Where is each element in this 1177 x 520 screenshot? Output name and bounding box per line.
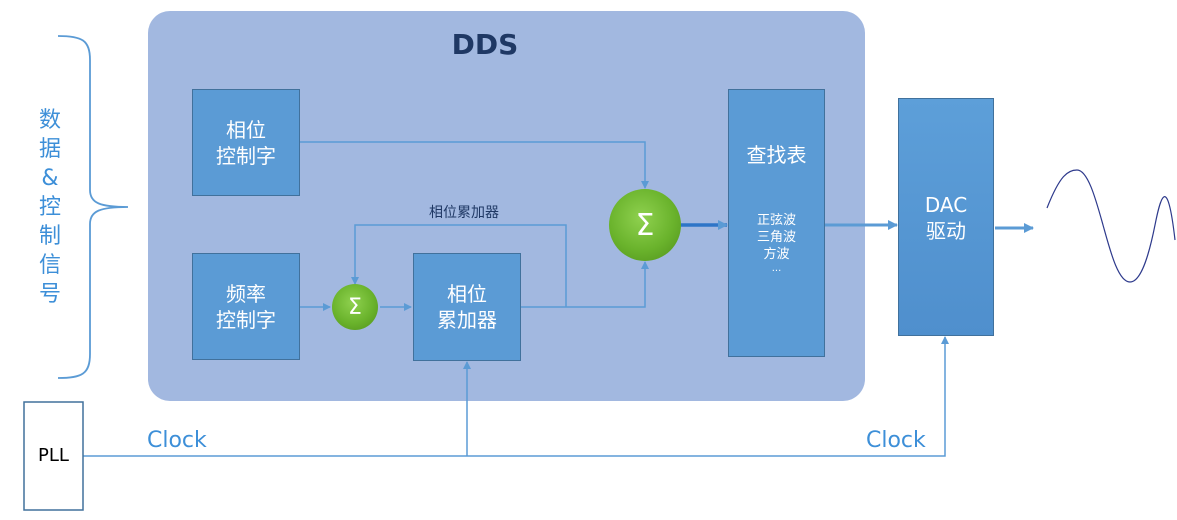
feedback-loop-line (351, 224, 567, 307)
box-line: 驱动 (926, 219, 966, 243)
clock-label-right: Clock (866, 428, 926, 453)
side-char: 制 (38, 224, 61, 249)
pll-box (23, 401, 84, 511)
lookup-table-title: 查找表 (746, 143, 807, 167)
box-line: 累加器 (437, 308, 497, 332)
waveform-item: 正弦波 (756, 213, 796, 228)
dac-driver-box: DAC 驱动 (898, 98, 994, 336)
sine-wave-output (1046, 169, 1176, 283)
signal-brace (57, 35, 129, 379)
sigma-symbol: Σ (635, 207, 655, 243)
side-char: 数 (38, 108, 61, 133)
summer-large: Σ (609, 189, 681, 261)
feedback-label: 相位累加器 (429, 205, 499, 221)
frequency-control-word-box: 频率 控制字 (192, 253, 300, 360)
side-char: 据 (38, 137, 61, 162)
clock-line (83, 336, 949, 457)
box-line: 控制字 (216, 143, 276, 168)
clock-label-left: Clock (147, 428, 207, 453)
waveform-item: ... (771, 263, 782, 274)
dds-title: DDS (451, 28, 519, 61)
summer-small: Σ (332, 284, 378, 330)
sigma-symbol: Σ (348, 294, 362, 320)
waveform-item: 三角波 (756, 230, 796, 245)
side-char: 号 (38, 282, 61, 307)
box-line: DAC (924, 193, 968, 217)
pll-label: PLL (38, 445, 69, 466)
box-line: 相位 (226, 117, 266, 142)
side-char: 信 (38, 253, 61, 278)
accumulator-to-sigma-line (521, 261, 649, 308)
phase-word-to-sigma-line (300, 141, 649, 189)
side-char: & (41, 166, 59, 191)
phase-control-word-box: 相位 控制字 (192, 89, 300, 196)
box-line: 控制字 (216, 307, 276, 332)
box-line: 频率 (226, 281, 266, 306)
waveform-item: 方波 (763, 247, 790, 262)
side-char: 控 (38, 195, 61, 220)
box-line: 相位 (447, 282, 487, 306)
phase-accumulator-box: 相位 累加器 (413, 253, 521, 361)
data-control-signal-label: 数 据 & 控 制 信 号 (36, 106, 64, 309)
lookup-table-box: 查找表 正弦波 三角波 方波 ... (728, 89, 825, 357)
